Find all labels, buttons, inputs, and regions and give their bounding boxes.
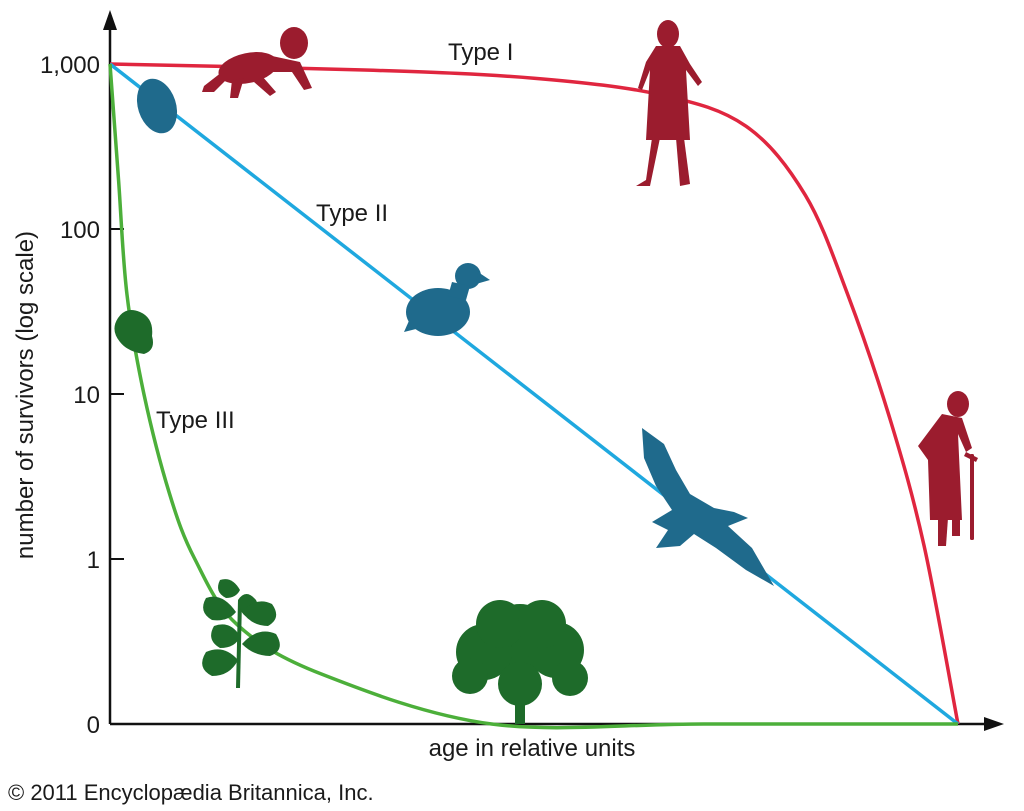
y-tick-label: 0 <box>87 712 100 739</box>
sapling-icon <box>202 579 280 688</box>
type-i-label: Type I <box>448 39 513 66</box>
woman-icon <box>636 20 702 186</box>
y-tick-label: 10 <box>73 382 100 409</box>
elderly-person-icon <box>918 391 978 546</box>
type-ii-label: Type II <box>316 200 388 227</box>
type-i-curve <box>109 62 960 725</box>
tree-icon <box>452 600 588 724</box>
x-axis-arrow <box>984 717 1004 731</box>
y-axis-title: number of survivors (log scale) <box>12 231 39 559</box>
y-tick-label: 100 <box>60 217 100 244</box>
chick-icon <box>404 263 490 336</box>
y-axis-arrow <box>103 10 117 30</box>
eagle-icon <box>642 428 774 586</box>
y-tick-label: 1 <box>87 547 100 574</box>
y-tick-label: 1,000 <box>40 52 100 79</box>
type-iii-curve <box>108 63 958 730</box>
type-iii-label: Type III <box>156 407 235 434</box>
type-ii-curve <box>108 62 960 726</box>
seed-icon <box>114 310 153 354</box>
x-axis-title: age in relative units <box>429 735 636 762</box>
y-ticks: 1,000 100 10 1 0 <box>40 52 124 739</box>
baby-icon <box>202 27 312 98</box>
survivorship-chart: 1,000 100 10 1 0 age in relative units n… <box>12 10 1004 762</box>
egg-icon <box>136 78 178 134</box>
copyright-notice: © 2011 Encyclopædia Britannica, Inc. <box>8 780 374 805</box>
